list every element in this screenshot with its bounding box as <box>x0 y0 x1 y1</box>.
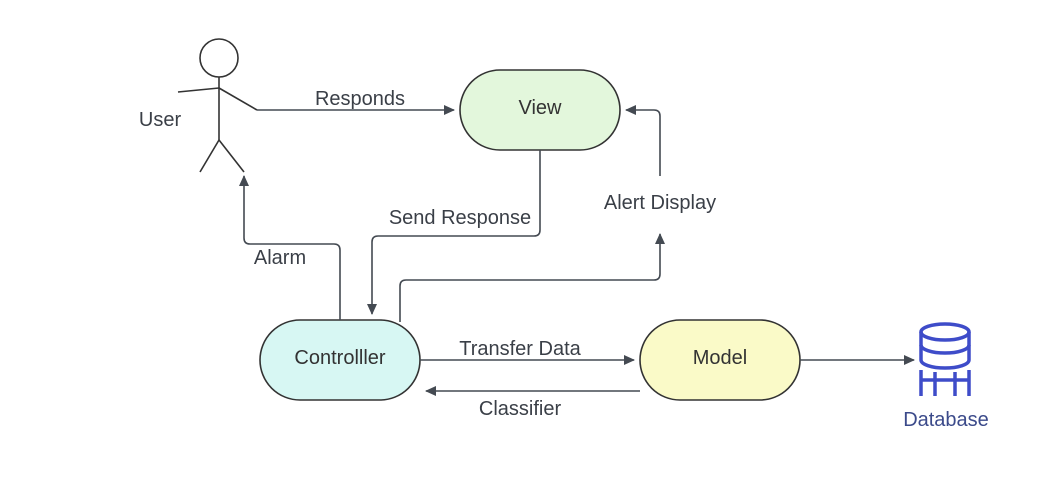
edge-label-classifier: Classifier <box>479 398 562 420</box>
edge-send-response <box>367 150 541 315</box>
user-actor <box>177 38 258 173</box>
database-label: Database <box>903 409 989 431</box>
user-label: User <box>139 109 182 131</box>
database-icon <box>919 322 971 396</box>
view-node: View <box>459 69 621 151</box>
edge-label-send-response: Send Response <box>389 207 531 229</box>
edge-alert-up <box>399 233 665 322</box>
view-label: View <box>519 97 563 119</box>
edge-label-alert-display: Alert Display <box>604 192 716 214</box>
edge-label-alarm: Alarm <box>254 247 306 269</box>
edge-label-responds: Responds <box>315 88 405 110</box>
edge-label-transfer-data: Transfer Data <box>459 338 581 360</box>
model-node: Model <box>639 319 801 401</box>
model-label: Model <box>693 347 747 369</box>
controller-node: Controlller <box>259 319 421 401</box>
edge-alert-to-view <box>625 105 661 176</box>
edge-alarm <box>239 175 341 320</box>
controller-label: Controlller <box>294 347 385 369</box>
